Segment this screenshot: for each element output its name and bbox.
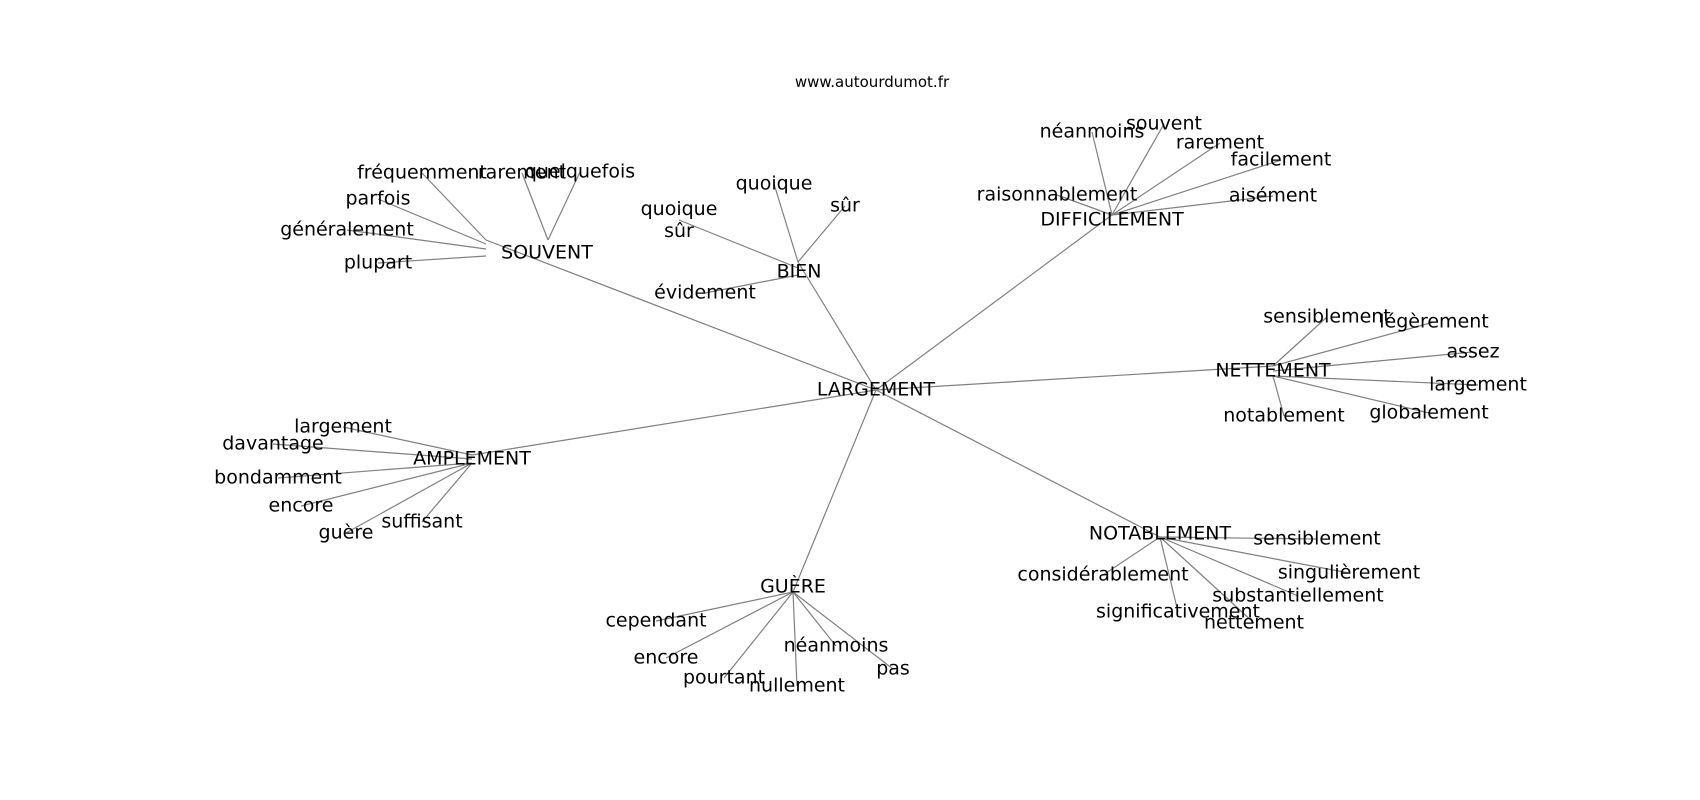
edge-notablement-to-leaf: [1159, 536, 1179, 613]
edge-difficilement-to-leaf: [1111, 195, 1274, 216]
leaf-word-label: largement: [294, 416, 392, 438]
leaf-word-label: néanmoins: [784, 635, 889, 657]
cluster-hub-label: BIEN: [777, 261, 822, 283]
edge-nettement-to-leaf: [1272, 375, 1285, 417]
edge-nettement-to-leaf: [1272, 321, 1435, 367]
cluster-hub-label: GUÈRE: [760, 575, 826, 598]
edge-root-to-nettement: [875, 365, 1274, 391]
edge-nettement-to-leaf: [1272, 375, 1479, 386]
edge-bien-to-leaf: [797, 205, 846, 263]
leaf-word-label: néanmoins: [1040, 121, 1145, 143]
leaf-word-label: généralement: [280, 219, 414, 241]
leaf-word-label: légèrement: [1379, 311, 1489, 333]
leaf-word-label: encore: [269, 495, 334, 517]
edge-bien-to-leaf: [678, 219, 799, 269]
leaf-word-label: facilement: [1231, 149, 1332, 171]
leaf-word-label: largement: [1429, 374, 1527, 396]
cluster-hub-label: AMPLEMENT: [413, 448, 531, 470]
leaf-word-label: significativement: [1096, 601, 1260, 623]
edge-notablement-to-leaf: [1159, 536, 1299, 597]
edge-nettement-to-leaf: [1272, 351, 1474, 372]
edge-root-to-bien: [797, 261, 877, 391]
edge-guère-to-leaf: [792, 591, 798, 687]
edge-notablement-to-leaf: [1102, 536, 1161, 576]
leaf-word-label: bondamment: [214, 467, 342, 489]
leaf-word-label: nettement: [1204, 612, 1304, 634]
edge-root-to-guère: [792, 389, 877, 593]
edge-notablement-to-leaf: [1159, 536, 1255, 624]
leaf-word-label: rarement: [1176, 132, 1264, 154]
edge-amplement-to-leaf: [277, 462, 473, 479]
edge-guère-to-leaf: [792, 591, 894, 670]
edge-guère-to-leaf: [655, 591, 794, 622]
graph-labels: fréquemmentrarementquelquefoisparfoisgén…: [214, 113, 1527, 697]
leaf-word-label: singulièrement: [1278, 562, 1420, 584]
leaf-word-label: rarement: [478, 162, 566, 184]
edge-difficilement-to-leaf: [1091, 131, 1113, 216]
leaf-word-label: souvent: [1126, 113, 1202, 135]
leaf-word-label: sûr: [830, 195, 860, 217]
leaf-word-label: considérablement: [1017, 564, 1188, 586]
leaf-word-label: nullement: [749, 675, 845, 697]
edge-guère-to-leaf: [665, 591, 794, 659]
edge-root-to-notablement: [875, 389, 1161, 538]
leaf-word-label: sensiblement: [1253, 528, 1381, 550]
edge-souvent-to-leaf: [377, 198, 487, 245]
edge-souvent-to-leaf: [521, 172, 549, 241]
edge-nettement-to-leaf: [1272, 375, 1430, 414]
source-label: www.autourdumot.fr: [795, 73, 950, 91]
leaf-word-label: quoique: [736, 173, 813, 195]
edge-root-to-souvent: [485, 239, 877, 391]
leaf-word-label: sensiblement: [1263, 306, 1391, 328]
leaf-word-label: guère: [319, 522, 374, 544]
leaf-word-label: encore: [634, 647, 699, 669]
leaf-word-label: aisément: [1229, 185, 1317, 207]
graph-edges: [272, 123, 1479, 687]
root-word-label: LARGEMENT: [817, 379, 936, 401]
edge-guère-to-leaf: [792, 591, 837, 647]
edge-difficilement-to-leaf: [1111, 123, 1165, 216]
edge-souvent-to-leaf: [377, 255, 487, 264]
leaf-word-label: parfois: [345, 188, 410, 210]
leaf-word-label: raisonnablement: [977, 184, 1138, 206]
edge-difficilement-to-leaf: [1111, 142, 1221, 216]
edge-root-to-amplement: [471, 389, 877, 456]
edge-amplement-to-leaf: [342, 426, 473, 456]
edge-notablement-to-leaf: [1159, 536, 1350, 574]
edge-amplement-to-leaf: [345, 462, 473, 534]
edge-souvent-to-leaf: [421, 172, 487, 241]
edge-bien-to-leaf: [704, 274, 799, 294]
leaf-word-label: substantiellement: [1212, 585, 1383, 607]
edge-root-to-difficilement: [875, 214, 1113, 391]
leaf-word-label: notablement: [1223, 405, 1344, 427]
edge-difficilement-to-leaf: [1056, 194, 1113, 216]
edge-guère-to-leaf: [723, 591, 794, 679]
leaf-word-label: pourtant: [683, 667, 765, 689]
leaf-word-label: cependant: [605, 610, 706, 632]
leaf-word-label: pas: [876, 658, 910, 680]
leaf-word-label: plupart: [344, 252, 412, 274]
cluster-hub-label: NETTEMENT: [1215, 360, 1331, 382]
leaf-word-label: assez: [1446, 341, 1499, 363]
edge-amplement-to-leaf: [300, 462, 473, 507]
edge-notablement-to-leaf: [1159, 536, 1318, 540]
leaf-word-label: globalement: [1369, 402, 1488, 424]
leaf-word-label: davantage: [222, 433, 323, 455]
leaf-word-label: quelquefois: [525, 161, 635, 183]
cluster-hub-label: NOTABLEMENT: [1089, 523, 1232, 545]
edge-amplement-to-leaf: [421, 462, 473, 523]
cluster-hub-label: SOUVENT: [501, 242, 593, 264]
edge-bien-to-leaf: [773, 183, 799, 263]
cluster-hub-label: DIFFICILEMENT: [1040, 209, 1184, 231]
leaf-word-label: évidement: [654, 282, 756, 304]
edge-nettement-to-leaf: [1272, 316, 1328, 367]
edge-difficilement-to-leaf: [1111, 159, 1282, 216]
edge-souvent-to-leaf: [547, 171, 581, 241]
edge-amplement-to-leaf: [272, 443, 473, 460]
leaf-word-label: fréquemment: [357, 162, 487, 184]
leaf-word-label: suffisant: [381, 511, 462, 533]
edge-souvent-to-leaf: [346, 229, 487, 250]
